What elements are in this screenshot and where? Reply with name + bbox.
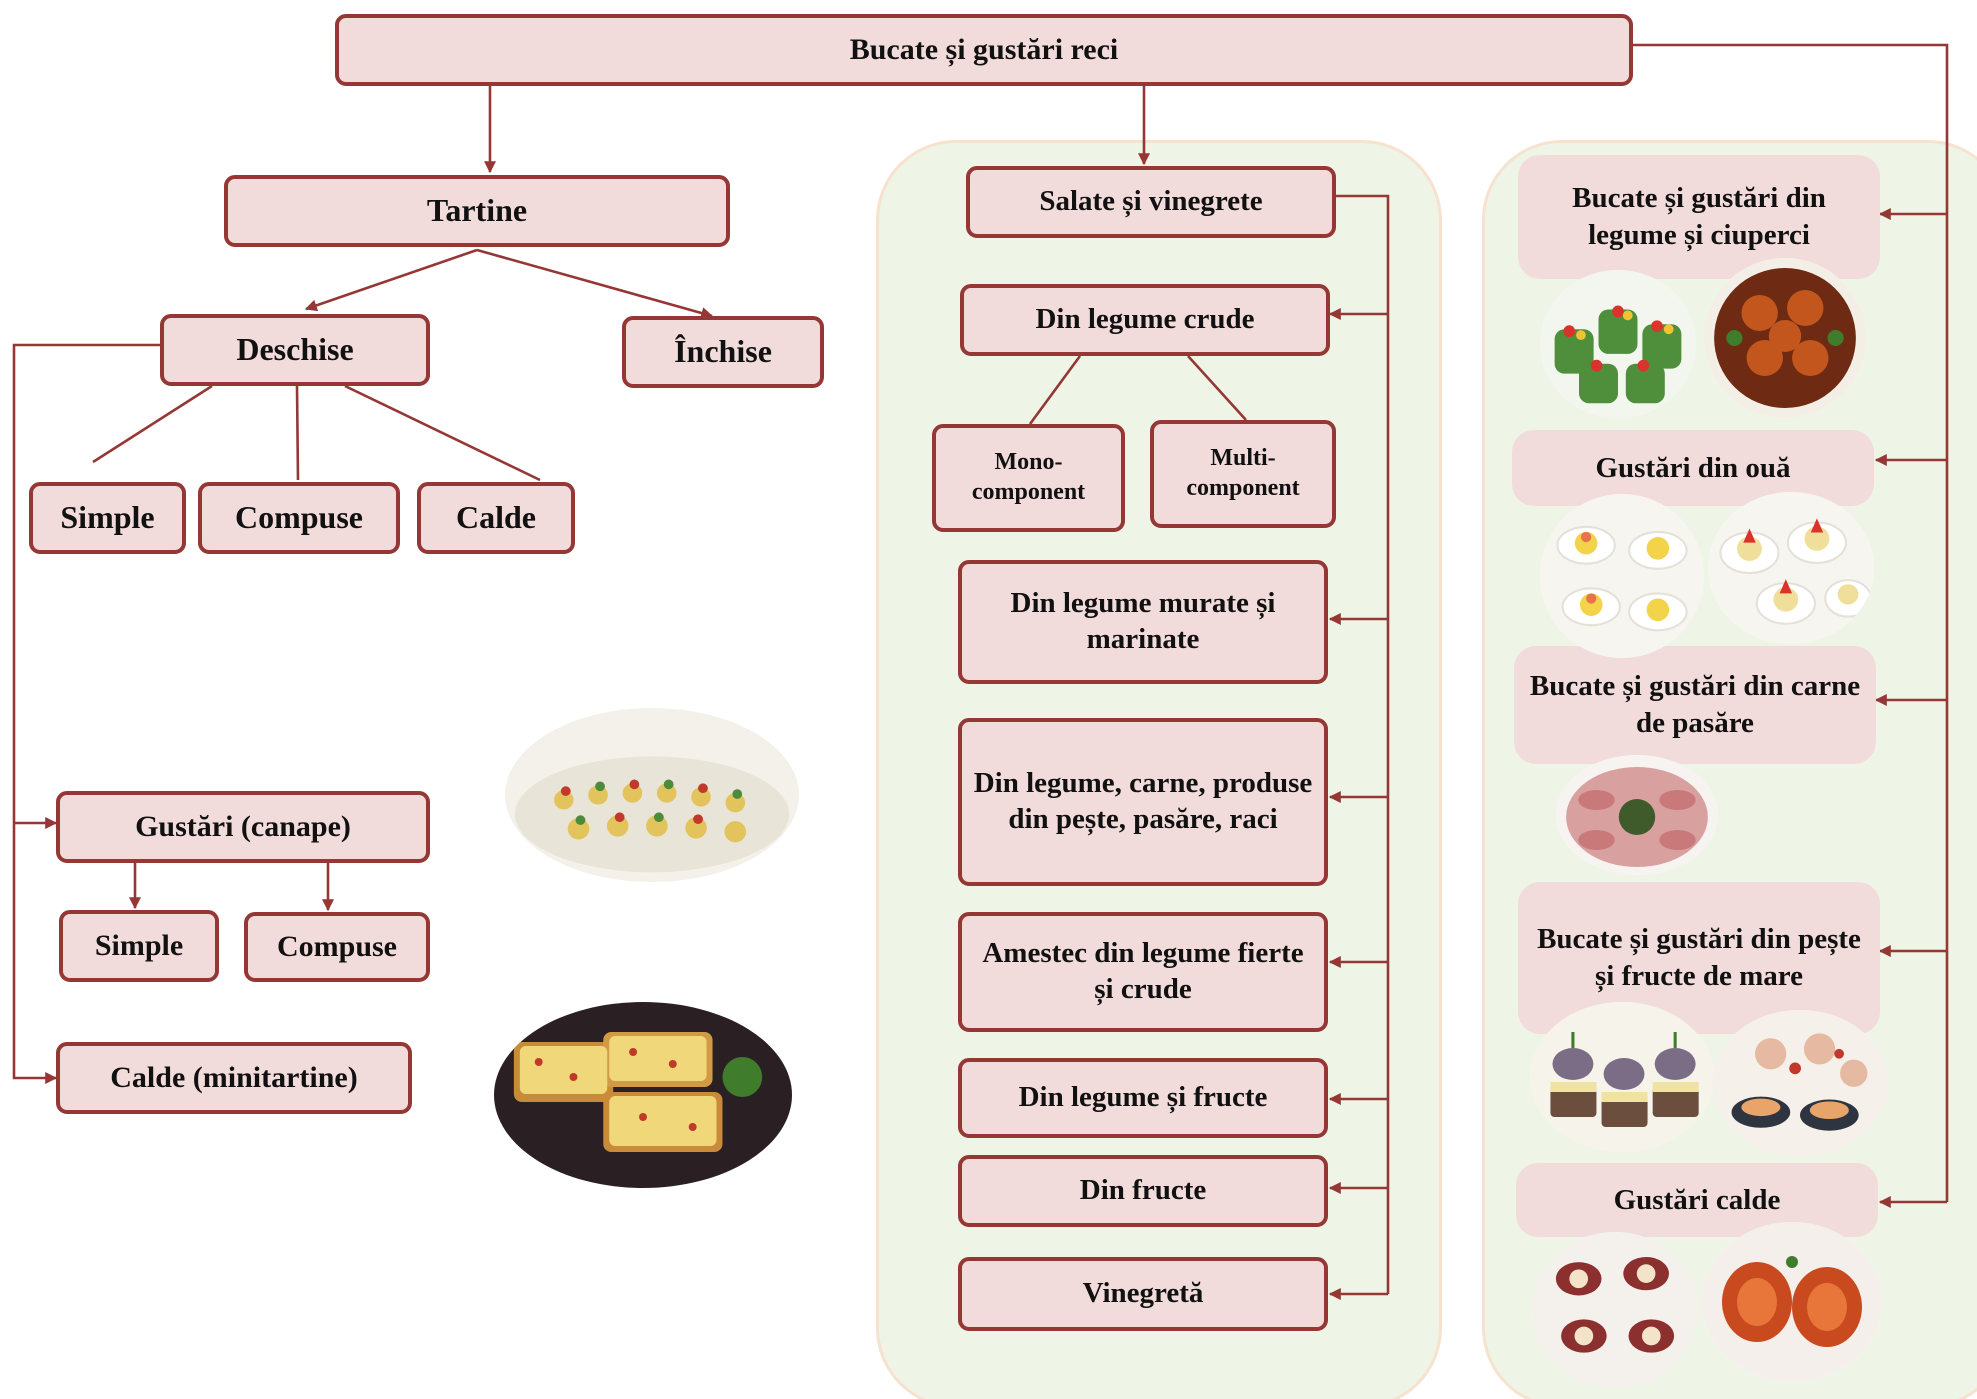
canape-photo — [505, 708, 799, 882]
mono-component-node: Mono- component — [932, 424, 1125, 532]
tartine-node: Tartine — [224, 175, 730, 247]
gustari-calde-label: Gustări calde — [1516, 1163, 1878, 1237]
legume-photo-1 — [1540, 270, 1696, 418]
vinegreta-node: Vinegretă — [958, 1257, 1328, 1331]
inchise-node: Închise — [622, 316, 824, 388]
peste-fructe-mare-label: Bucate și gustări din pește și fructe de… — [1518, 882, 1880, 1034]
oua-photo-1 — [1540, 494, 1704, 658]
calde-minitartine-node: Calde (minitartine) — [56, 1042, 412, 1114]
gustari-canape-node: Gustări (canape) — [56, 791, 430, 863]
legume-carne-node: Din legume, carne, produse din pește, pa… — [958, 718, 1328, 886]
pasare-photo — [1556, 755, 1718, 875]
deschise-calde-node: Calde — [417, 482, 575, 554]
din-fructe-node: Din fructe — [958, 1155, 1328, 1227]
deschise-simple-node: Simple — [29, 482, 186, 554]
root-node: Bucate și gustări reci — [335, 14, 1633, 86]
legume-ciuperci-label: Bucate și gustări din legume și ciuperci — [1518, 155, 1880, 279]
canape-compuse-node: Compuse — [244, 912, 430, 982]
deschise-node: Deschise — [160, 314, 430, 386]
amestec-legume-node: Amestec din legume fierte și crude — [958, 912, 1328, 1032]
peste-photo — [1530, 1002, 1714, 1152]
calde-photo-1 — [1532, 1232, 1698, 1388]
canape-simple-node: Simple — [59, 910, 219, 982]
multi-component-node: Multi- component — [1150, 420, 1336, 528]
fructe-mare-photo — [1712, 1010, 1888, 1156]
salate-node: Salate și vinegrete — [966, 166, 1336, 238]
legume-murate-node: Din legume murate și marinate — [958, 560, 1328, 684]
legume-fructe-node: Din legume și fructe — [958, 1058, 1328, 1138]
ciuperci-photo — [1704, 258, 1866, 418]
calde-photo-2 — [1702, 1222, 1882, 1382]
oua-photo-2 — [1708, 492, 1874, 644]
carne-pasare-label: Bucate și gustări din carne de pasăre — [1514, 646, 1876, 764]
din-legume-crude-node: Din legume crude — [960, 284, 1330, 356]
minitartine-photo — [494, 1002, 792, 1188]
deschise-compuse-node: Compuse — [198, 482, 400, 554]
gustari-oua-label: Gustări din ouă — [1512, 430, 1874, 506]
